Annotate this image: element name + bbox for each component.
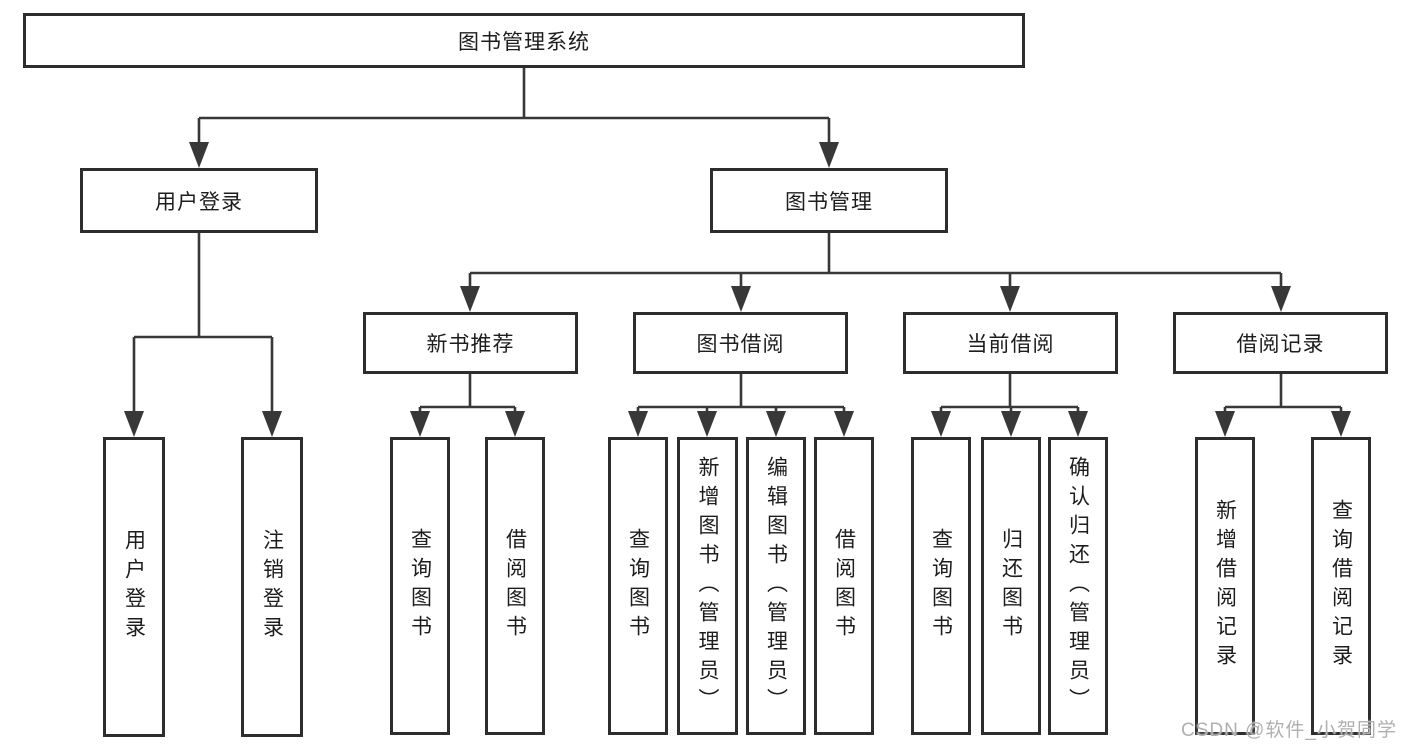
leaf-user-login: 用户登录 (103, 437, 165, 737)
leaf-borrow-books-2-label: 借阅图书 (832, 528, 856, 644)
leaf-query-books-3-label: 查询图书 (929, 528, 953, 644)
leaf-add-borrow-record: 新增借阅记录 (1195, 437, 1255, 735)
leaf-edit-books-admin-label: 编辑图书（管理员） (764, 455, 788, 717)
node-user-login-label: 用户登录 (155, 190, 243, 214)
leaf-borrow-books-1: 借阅图书 (485, 437, 545, 735)
leaf-add-books-admin: 新增图书（管理员） (677, 437, 738, 735)
leaf-query-books-2: 查询图书 (608, 437, 668, 735)
node-book-management: 图书管理 (710, 168, 948, 233)
node-root: 图书管理系统 (23, 13, 1025, 68)
connector-current-borrow (939, 374, 1080, 414)
leaf-add-borrow-record-label: 新增借阅记录 (1213, 499, 1237, 673)
leaf-user-login-label: 用户登录 (122, 529, 146, 645)
leaf-logout-label: 注销登录 (260, 529, 284, 645)
connector-borrow-records (1223, 374, 1343, 414)
node-borrow-records: 借阅记录 (1173, 312, 1388, 374)
node-current-borrowing-label: 当前借阅 (966, 333, 1055, 356)
node-user-login: 用户登录 (80, 168, 318, 233)
connector-new-books (418, 374, 517, 414)
node-borrow-records-label: 借阅记录 (1236, 333, 1325, 356)
leaf-logout: 注销登录 (241, 437, 303, 737)
node-book-borrowing-label: 图书借阅 (696, 333, 785, 356)
leaf-confirm-return-admin: 确认归还（管理员） (1048, 437, 1108, 735)
node-current-borrowing: 当前借阅 (903, 312, 1118, 374)
leaf-return-books: 归还图书 (981, 437, 1041, 735)
node-root-label: 图书管理系统 (458, 30, 590, 54)
connector-book-borrow (636, 374, 846, 414)
leaf-query-borrow-record-label: 查询借阅记录 (1329, 499, 1353, 673)
leaf-query-books-2-label: 查询图书 (626, 528, 650, 644)
watermark: CSDN @软件_小贺同学 (1181, 720, 1397, 741)
leaf-borrow-books-1-label: 借阅图书 (503, 528, 527, 644)
leaf-edit-books-admin: 编辑图书（管理员） (746, 437, 806, 735)
leaf-confirm-return-admin-label: 确认归还（管理员） (1066, 455, 1090, 717)
leaf-query-books-1: 查询图书 (390, 437, 450, 735)
leaf-return-books-label: 归还图书 (999, 528, 1023, 644)
node-new-book-recommend-label: 新书推荐 (426, 333, 515, 356)
leaf-add-books-admin-label: 新增图书（管理员） (696, 455, 719, 717)
connector-book-mgmt (468, 233, 1283, 289)
node-book-management-label: 图书管理 (785, 190, 873, 214)
leaf-query-books-1-label: 查询图书 (408, 528, 432, 644)
connector-user-login (132, 233, 274, 414)
leaf-query-books-3: 查询图书 (911, 437, 971, 735)
leaf-borrow-books-2: 借阅图书 (814, 437, 874, 735)
node-new-book-recommend: 新书推荐 (363, 312, 578, 374)
arrowheads (124, 142, 1351, 437)
leaf-query-borrow-record: 查询借阅记录 (1311, 437, 1371, 735)
connector-root (197, 68, 831, 144)
node-book-borrowing: 图书借阅 (633, 312, 848, 374)
